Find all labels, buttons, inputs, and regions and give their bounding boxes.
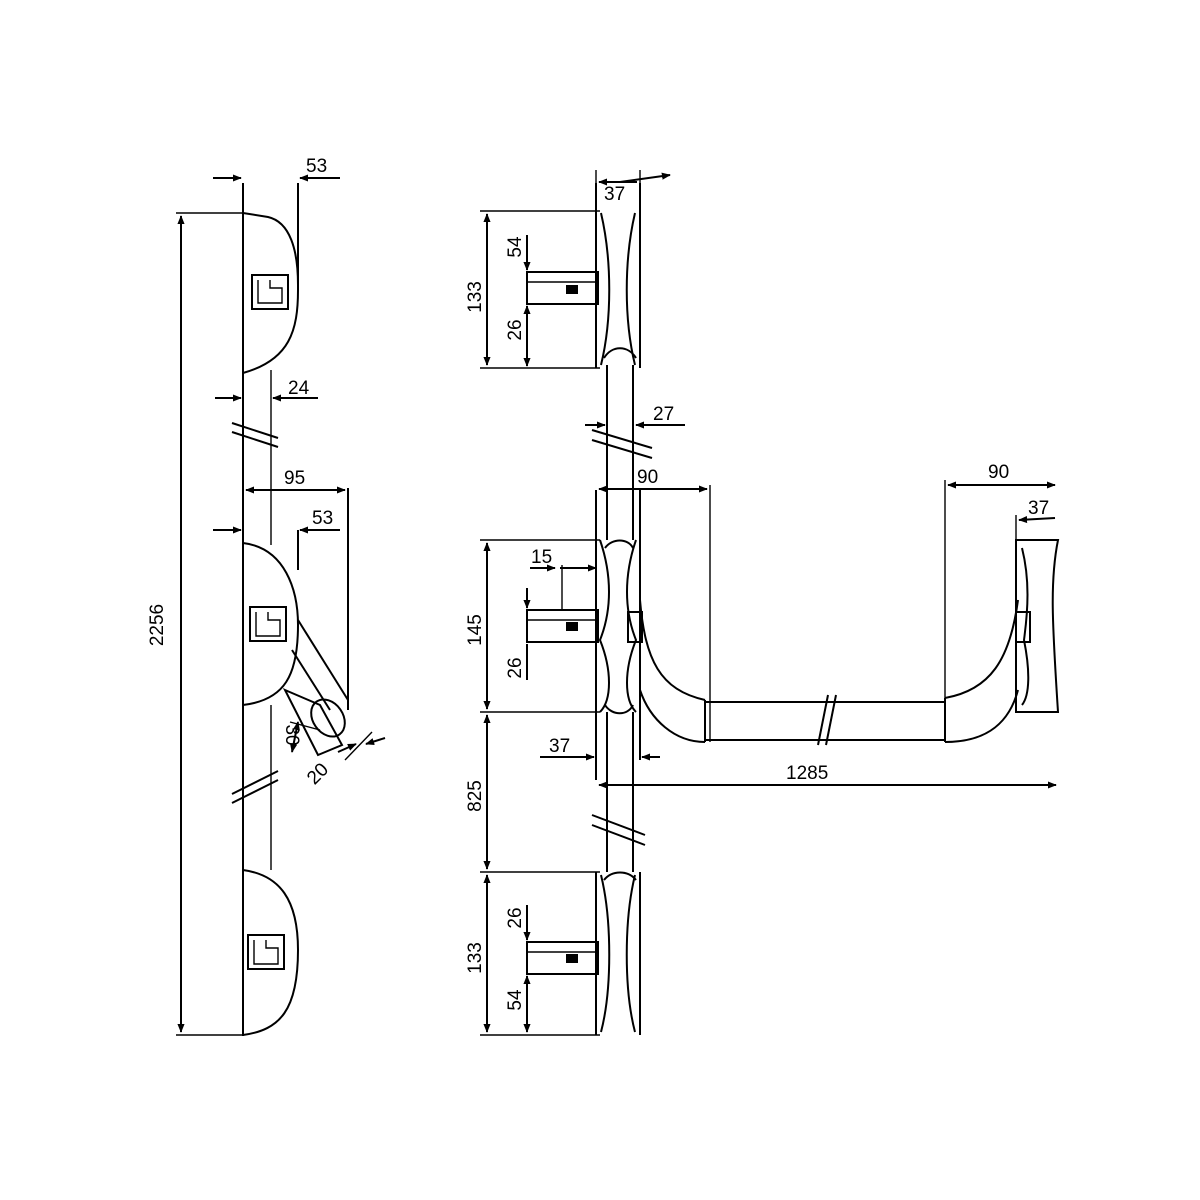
dim-side-rod-diameter: 24 xyxy=(288,378,310,399)
dim-handle-projection: 95 xyxy=(284,468,305,489)
dim-middle-latch-lower: 26 xyxy=(505,657,526,678)
front-bottom-head xyxy=(526,871,641,1035)
dim-middle-case-height: 145 xyxy=(465,614,486,646)
dim-bottom-latch-upper: 26 xyxy=(505,907,526,928)
side-view: 2256 53 24 95 53 30 20 xyxy=(147,156,386,1036)
dim-bar-projection-right: 90 xyxy=(988,462,1009,483)
dim-middle-latch-offset: 15 xyxy=(531,547,552,568)
dim-top-head-depth: 53 xyxy=(306,156,327,177)
front-top-head xyxy=(526,183,641,368)
dim-middle-head-depth: 53 xyxy=(312,508,333,529)
dim-knob-offset: 20 xyxy=(303,759,333,789)
dim-knob-diameter: 30 xyxy=(281,724,302,745)
front-view: 37 133 54 26 27 90 15 145 26 xyxy=(465,170,1060,1036)
front-push-bar xyxy=(627,539,1060,746)
side-top-latch xyxy=(251,274,289,310)
dim-bar-projection-left: 90 xyxy=(637,467,658,488)
dim-top-latch-lower: 26 xyxy=(505,319,526,340)
dim-right-plate-width: 37 xyxy=(1028,498,1049,519)
dim-bar-length: 1285 xyxy=(786,763,828,784)
side-middle-latch xyxy=(249,606,287,642)
dim-top-head-height: 133 xyxy=(465,281,486,313)
dim-lower-rod-length: 825 xyxy=(465,780,486,812)
side-knob xyxy=(282,687,346,757)
dim-bottom-latch-lower: 54 xyxy=(505,989,526,1011)
side-bottom-head xyxy=(242,869,300,1036)
dim-front-top-width: 37 xyxy=(604,184,625,205)
side-bottom-latch xyxy=(247,934,285,970)
side-top-head xyxy=(242,212,299,374)
front-middle-case xyxy=(526,490,641,780)
dim-top-latch-upper: 54 xyxy=(505,236,526,258)
dim-front-rod-diameter: 27 xyxy=(653,404,674,425)
dim-bottom-head-height: 133 xyxy=(465,942,486,974)
dim-overall-height: 2256 xyxy=(147,604,168,646)
side-middle-head xyxy=(242,542,300,706)
dim-middle-case-width: 37 xyxy=(549,736,570,757)
